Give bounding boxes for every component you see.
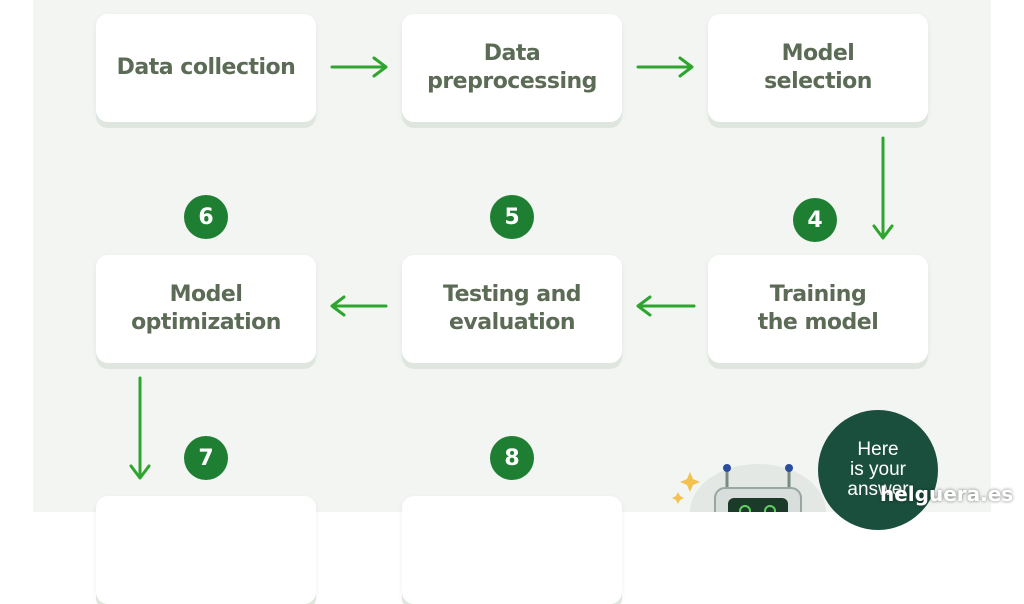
step-label: Model optimization <box>131 282 281 335</box>
answer-bubble: Here is your answer <box>818 410 938 530</box>
step-label: Testing and evaluation <box>443 282 581 335</box>
step-data-collection: Data collection <box>96 14 316 122</box>
step-data-preprocessing: Data preprocessing <box>402 14 622 122</box>
robot-icon <box>690 464 826 512</box>
step-number-badge-7: 7 <box>184 436 228 480</box>
step-training-model: Training the model <box>708 255 928 363</box>
step-label: Training the model <box>757 282 879 335</box>
sparkle-icon <box>672 472 700 504</box>
step-model-optimization: Model optimization <box>96 255 316 363</box>
step-label: Data preprocessing <box>427 41 597 94</box>
step-model-selection: Model selection <box>708 14 928 122</box>
step-8-box <box>402 496 622 604</box>
arrow-down-icon <box>129 376 151 480</box>
bubble-line: answer <box>847 479 909 500</box>
arrow-left-icon <box>636 295 696 317</box>
step-label: Model selection <box>764 41 872 94</box>
step-number-badge-6: 6 <box>184 195 228 239</box>
step-number-badge-4: 4 <box>793 198 837 242</box>
step-7-box <box>96 496 316 604</box>
arrow-right-icon <box>636 56 694 78</box>
arrow-right-icon <box>330 56 388 78</box>
watermark: helguera.es <box>880 482 1014 506</box>
bubble-line: Here <box>857 439 899 460</box>
arrow-left-icon <box>330 295 388 317</box>
step-testing-evaluation: Testing and evaluation <box>402 255 622 363</box>
step-number-badge-5: 5 <box>490 195 534 239</box>
step-label: Data collection <box>116 55 296 80</box>
step-number-badge-8: 8 <box>490 436 534 480</box>
bubble-line: is your <box>850 459 906 480</box>
arrow-down-icon <box>872 136 894 240</box>
flow-arrows <box>129 56 894 512</box>
